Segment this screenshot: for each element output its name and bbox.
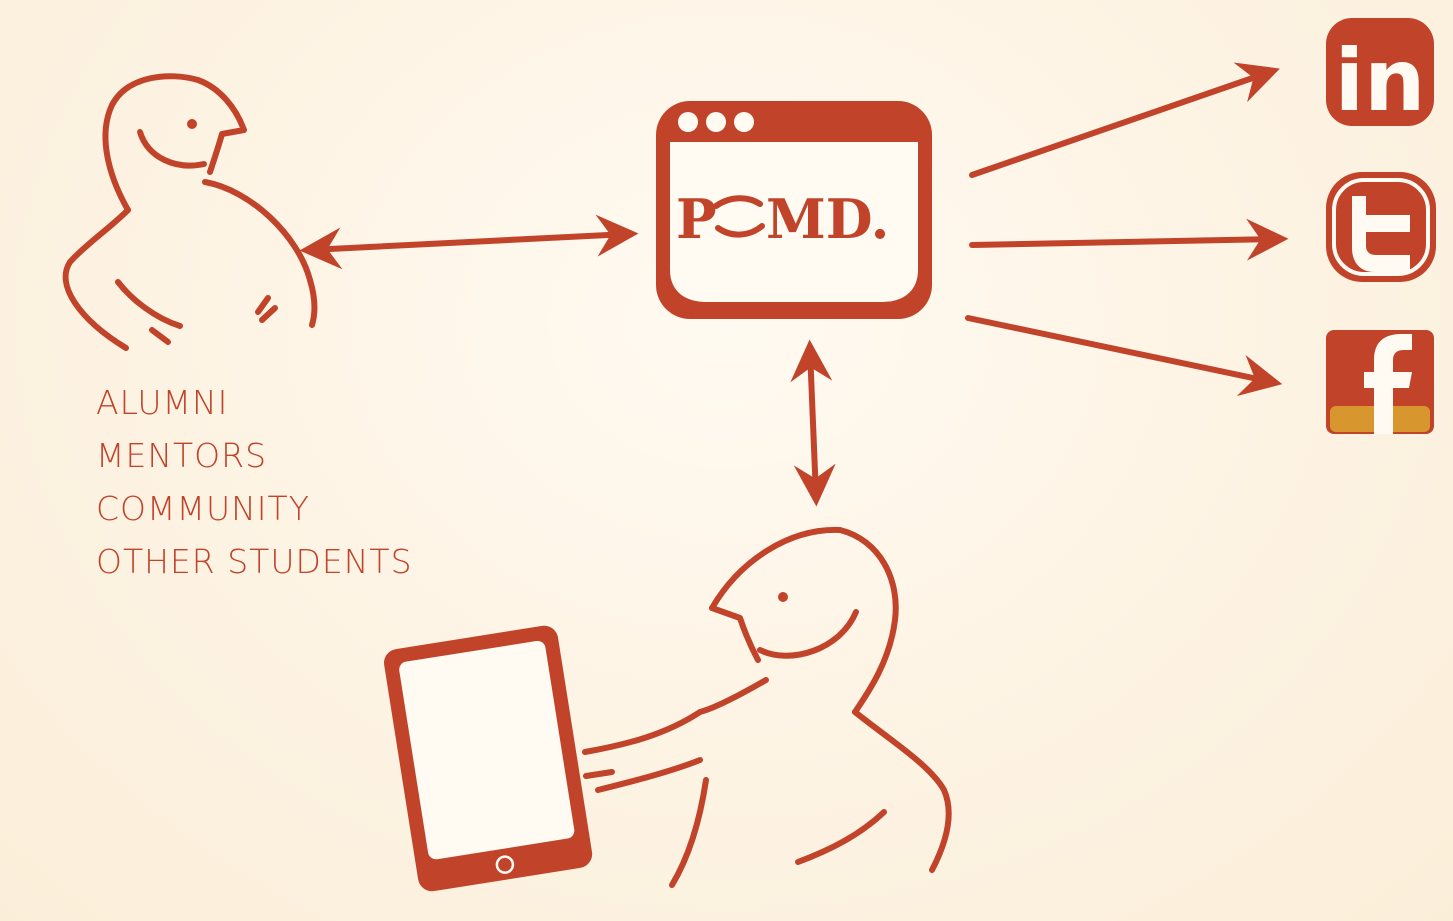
audience-label-alumni: ALUMNI [96, 383, 229, 422]
window-dot-icon [734, 112, 754, 132]
arrow-icon [299, 214, 639, 270]
platform-window-icon: P MD. [656, 101, 932, 319]
twitter-icon [1326, 172, 1436, 282]
audience-labels: ALUMNI MENTORS COMMUNITY OTHER STUDENTS [96, 376, 413, 588]
platform-logo-right: MD. [766, 187, 889, 251]
arrow-icon [969, 218, 1289, 261]
logo-swap-arrows-icon [713, 195, 765, 238]
alumni-person-icon [62, 73, 318, 351]
audience-label-community: COMMUNITY [96, 489, 310, 528]
arrow-icon [965, 315, 1283, 397]
arrow-icon [790, 339, 836, 507]
audience-label-other-students: OTHER STUDENTS [96, 542, 413, 581]
window-dot-icon [706, 112, 726, 132]
linkedin-icon: in [1326, 18, 1434, 131]
window-dot-icon [678, 112, 698, 132]
facebook-icon [1326, 330, 1434, 434]
arrows [299, 62, 1289, 507]
linkedin-letter: in [1335, 31, 1426, 131]
audience-label-mentors: MENTORS [96, 436, 268, 475]
platform-logo-left: P [676, 187, 717, 251]
arrow-icon [969, 62, 1280, 178]
student-tablet-icon [384, 526, 952, 892]
